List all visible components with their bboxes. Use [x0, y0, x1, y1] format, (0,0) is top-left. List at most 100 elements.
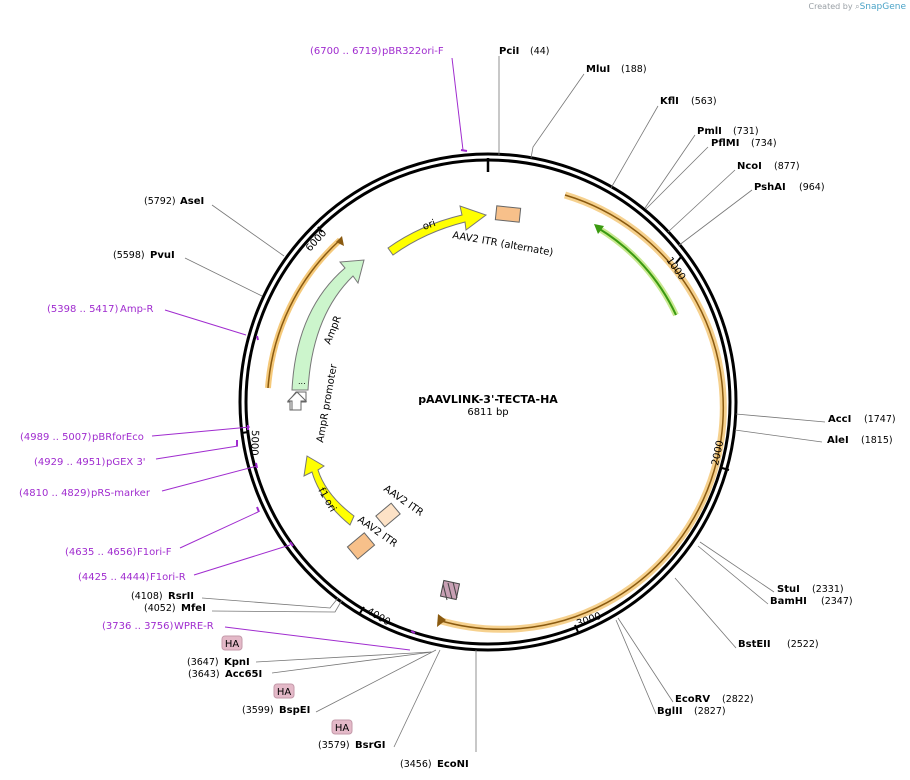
primer-range-pbr322ori-f: (6700 .. 6719)	[310, 46, 382, 57]
enzyme-name-bglii: BglII	[657, 706, 683, 717]
leader-acci	[735, 413, 826, 423]
primer-name-f1ori-f: F1ori-F	[137, 547, 172, 558]
enzyme-name-kpni: KpnI	[224, 657, 250, 668]
ha-label-3: HA	[335, 723, 350, 734]
primer-marks	[236, 149, 468, 634]
snapgene-icon: ⌕	[855, 2, 860, 11]
ori-label: ori	[421, 218, 437, 233]
primer-range-pbrforeco: (4989 .. 5007)	[20, 432, 92, 443]
tick-mark-2000	[721, 467, 730, 471]
enzyme-name-mfei: MfeI	[181, 603, 206, 614]
tick-mark-4000	[359, 606, 365, 614]
primer-range-amp-r: (5398 .. 5417)	[47, 304, 119, 315]
enzyme-name-rsrii: RsrII	[168, 591, 194, 602]
enzyme-pos-stui: (2331)	[812, 584, 844, 595]
leader-bsteii	[674, 577, 737, 649]
f1-ori-feature	[303, 455, 355, 526]
primer-leaders	[151, 57, 464, 651]
ha-labels: HA HA HA	[221, 635, 353, 735]
enzyme-name-pcii: PciI	[499, 46, 519, 57]
tecta-feature	[437, 194, 725, 631]
enzyme-pos-bsteii: (2522)	[787, 639, 819, 650]
primer-name-prs-marker: pRS-marker	[91, 488, 151, 499]
ha-box-2	[273, 683, 295, 699]
leader-bglii	[615, 619, 657, 715]
tick-label-2000: 2000	[710, 439, 726, 466]
enzyme-name-stui: StuI	[777, 584, 800, 595]
credit-brand: SnapGene	[859, 2, 906, 12]
primer-leader-wpre-r	[224, 626, 411, 651]
leader-bspei	[315, 649, 437, 713]
tick-mark-5000	[241, 431, 249, 434]
enzyme-pos-kfli: (563)	[691, 96, 717, 107]
leader-bamhi	[697, 545, 769, 605]
enzyme-name-pshai: PshAI	[754, 182, 786, 193]
primer-name-f1ori-r: F1ori-R	[150, 572, 186, 583]
credit-prefix: Created by	[808, 2, 853, 11]
enzyme-name-acc65i: Acc65I	[225, 669, 262, 680]
leader-pmli	[644, 134, 696, 209]
primer-labels: (6700 .. 6719) pBR322ori-F (5398 .. 5417…	[19, 46, 444, 632]
ampr-feature	[291, 259, 365, 391]
enzyme-labels: PciI (44) MluI (188) KflI (563) PmlI (73…	[113, 46, 896, 770]
tick-mark-3000	[574, 624, 579, 633]
leader-rsrii	[201, 597, 339, 609]
ampr-promoter-label: AmpR promoter	[315, 362, 340, 443]
primer-leader-pgex3	[155, 445, 239, 460]
left-feature	[267, 239, 341, 389]
leader-stui	[699, 541, 775, 593]
enzyme-pos-alei: (1815)	[861, 435, 893, 446]
green-arrowhead	[594, 224, 604, 234]
enzyme-name-asei: AseI	[180, 196, 204, 207]
enzyme-leaders	[184, 56, 826, 752]
plasmid-length: 6811 bp	[467, 407, 508, 418]
tecta-arrowhead	[437, 614, 446, 627]
enzyme-name-alei: AleI	[827, 435, 849, 446]
primer-leader-pbrforeco	[151, 426, 251, 437]
aav2-itr-feature-2	[346, 532, 376, 560]
tick-mark-6000	[317, 226, 323, 233]
primer-name-pbrforeco: pBRforEco	[92, 432, 144, 443]
enzyme-name-pvui: PvuI	[150, 250, 175, 261]
leader-pflmi	[645, 146, 709, 210]
primer-range-prs-marker: (4810 .. 4829)	[19, 488, 91, 499]
ha-box-3	[331, 719, 353, 735]
enzyme-name-bspei: BspEI	[279, 705, 310, 716]
enzyme-name-pflmi: PflMI	[711, 138, 739, 149]
ha-mark-2	[447, 582, 453, 600]
ha-label-1: HA	[225, 639, 240, 650]
enzyme-name-bamhi: BamHI	[770, 596, 807, 607]
leader-kpni	[255, 651, 432, 663]
leader-ncoi	[667, 169, 736, 233]
enzyme-name-ecorv: EcoRV	[675, 694, 710, 705]
enzyme-name-bsteii: BstEII	[738, 639, 771, 650]
primer-leader-f1ori-f	[179, 511, 259, 549]
ha-label-2: HA	[277, 687, 292, 698]
aav2-itr-alt-feature	[494, 205, 522, 223]
enzyme-name-pmli: PmlI	[697, 126, 722, 137]
enzyme-name-econi: EcoNI	[437, 759, 469, 770]
aav2-itr-alt-label: AAV2 ITR (alternate)	[451, 230, 554, 259]
green-feature	[597, 227, 677, 316]
leader-ecorv	[617, 617, 674, 703]
primer-leader-amp-r	[164, 309, 247, 336]
enzyme-name-acci: AccI	[828, 414, 851, 425]
enzyme-pos-acci: (1747)	[864, 414, 896, 425]
primer-name-pbr322ori-f: pBR322ori-F	[382, 46, 444, 57]
primer-mark-prs-marker	[255, 462, 258, 469]
snapgene-credit: Created by ⌕SnapGene	[809, 2, 906, 12]
enzyme-pos-ncoi: (877)	[774, 161, 800, 172]
enzyme-pos-rsrii: (4108)	[131, 591, 163, 602]
primer-mark-f1ori-f	[256, 506, 260, 513]
enzyme-pos-bglii: (2827)	[694, 706, 726, 717]
enzyme-pos-bamhi: (2347)	[821, 596, 853, 607]
green-feature-bg	[596, 225, 679, 317]
enzyme-pos-kpni: (3647)	[187, 657, 219, 668]
enzyme-name-bsrgi: BsrGI	[355, 740, 385, 751]
enzyme-name-ncoi: NcoI	[737, 161, 762, 172]
enzyme-pos-pmli: (731)	[733, 126, 759, 137]
leader-bsrgi	[393, 649, 441, 748]
tick-label-5000: 5000	[248, 430, 260, 456]
leader-pshai	[677, 189, 753, 247]
